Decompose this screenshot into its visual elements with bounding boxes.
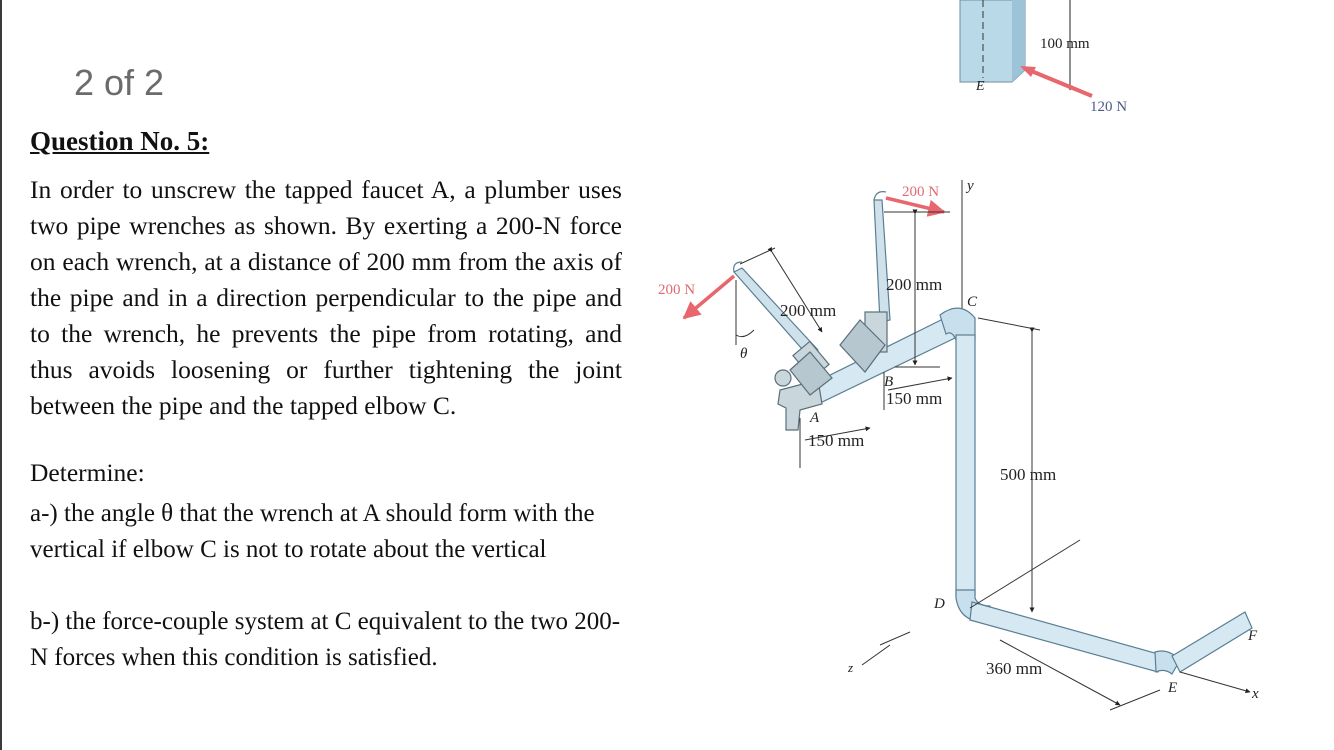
dim-label-wrench-b: 200 mm xyxy=(886,275,942,294)
wrench-b xyxy=(839,191,891,373)
pipe-cd xyxy=(955,334,976,596)
point-label-e: E xyxy=(1167,680,1177,696)
pipe-assembly xyxy=(774,307,1253,675)
top-inset: 100 mm 120 N E xyxy=(959,0,1127,115)
point-label-f: F xyxy=(1247,628,1258,644)
dim-label-wrench-a: 200 mm xyxy=(780,301,836,320)
point-label-c: C xyxy=(967,294,978,310)
inset-point-label: E xyxy=(975,79,985,94)
dim-label-ab: 150 mm xyxy=(886,389,942,408)
question-part-b: b-) the force-couple system at C equival… xyxy=(30,608,621,671)
force-label-a: 200 N xyxy=(658,282,695,298)
force-label-b: 200 N xyxy=(902,184,939,200)
determine-label: Determine: xyxy=(30,458,145,487)
pipe-de xyxy=(969,601,1163,673)
force-arrow-a xyxy=(682,274,736,320)
y-axis-label: y xyxy=(965,178,974,194)
page-left-border xyxy=(0,0,2,750)
question-title: Question No. 5: xyxy=(30,126,210,156)
dimension-lines xyxy=(735,209,1251,711)
point-label-a: A xyxy=(809,410,820,426)
point-label-b: B xyxy=(884,374,893,390)
question-part-a: a-) the angle θ that the wrench at A sho… xyxy=(30,500,595,563)
pipe-wrench-figure: 100 mm 120 N E y xyxy=(658,0,1259,711)
z-axis-label: z xyxy=(847,660,853,675)
point-label-d: D xyxy=(933,596,945,612)
theta-label: θ xyxy=(740,346,748,362)
inset-dim-label: 100 mm xyxy=(1040,36,1090,52)
x-axis-label: x xyxy=(1251,686,1259,702)
pipe-ef xyxy=(1171,611,1253,673)
force-arrow-b xyxy=(885,196,946,217)
inset-force-arrow xyxy=(1023,66,1093,98)
question-body: In order to unscrew the tapped faucet A,… xyxy=(30,175,622,420)
dim-label-cd: 500 mm xyxy=(1000,465,1056,484)
dim-label-de: 360 mm xyxy=(986,659,1042,678)
inset-force-label: 120 N xyxy=(1090,99,1127,115)
dim-label-a-left: 150 mm xyxy=(808,431,864,450)
page-counter: 2 of 2 xyxy=(74,62,165,103)
